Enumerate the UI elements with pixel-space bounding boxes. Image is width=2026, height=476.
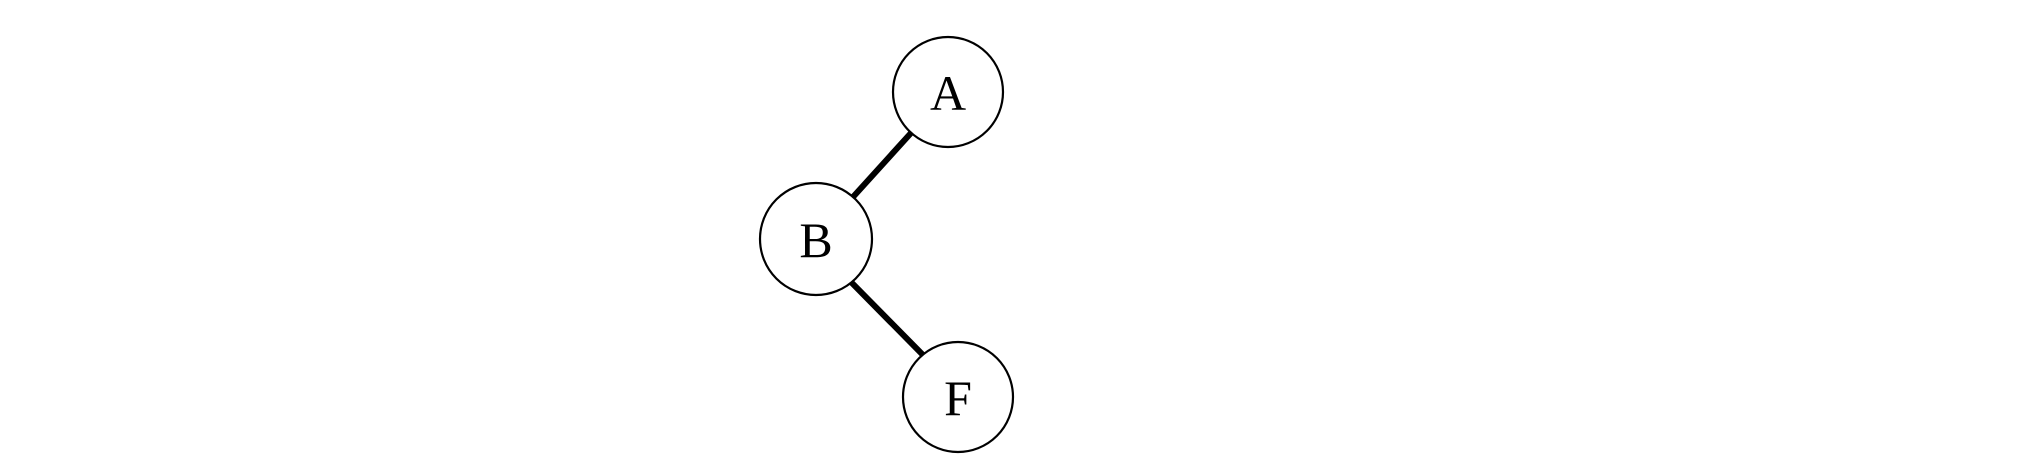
- node-a-circle[interactable]: [891, 35, 1005, 149]
- edge-a-b[interactable]: [850, 130, 914, 200]
- node-b-label: B: [799, 212, 832, 268]
- node-f[interactable]: F: [901, 340, 1015, 454]
- node-f-label: F: [944, 370, 972, 426]
- edge-layer: [848, 130, 926, 358]
- node-a-label: A: [930, 65, 966, 121]
- edge-b-f[interactable]: [848, 279, 926, 358]
- node-f-circle[interactable]: [901, 340, 1015, 454]
- node-a[interactable]: A: [891, 35, 1005, 149]
- node-b-circle[interactable]: [758, 181, 874, 297]
- node-b[interactable]: B: [758, 181, 874, 297]
- node-layer: A B F: [758, 35, 1015, 454]
